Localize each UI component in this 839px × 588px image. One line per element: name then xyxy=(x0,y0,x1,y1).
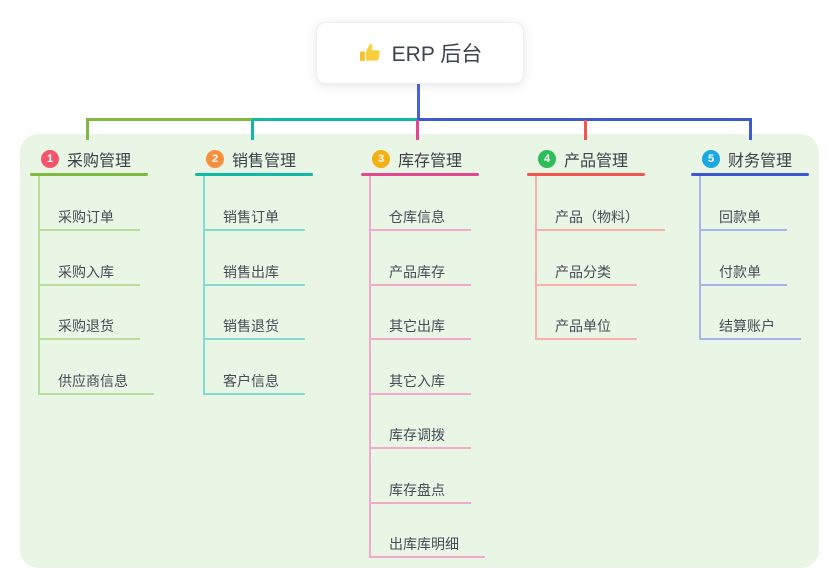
connector-segment-middle xyxy=(252,118,417,121)
branch-4: 4 产品管理 产品（物料） 产品分类 产品单位 xyxy=(527,148,692,340)
branch-title: 财务管理 xyxy=(728,153,793,170)
branch-5: 5 财务管理 回款单 付款单 结算账户 xyxy=(691,148,839,340)
branch-3: 3 库存管理 仓库信息 产品库存 其它出库 其它入库 库存调拨 库存盘点 出库库… xyxy=(361,148,526,558)
child-node[interactable]: 采购订单 xyxy=(38,201,140,231)
branch-drop-line-5 xyxy=(749,120,752,140)
child-node[interactable]: 出库库明细 xyxy=(369,528,485,558)
child-label: 销售退货 xyxy=(223,318,279,334)
root-label: ERP 后台 xyxy=(391,43,483,66)
branch-drop-line-1 xyxy=(86,120,89,140)
branch-underline xyxy=(361,173,479,176)
thumbs-up-icon xyxy=(358,41,382,65)
child-node[interactable]: 供应商信息 xyxy=(38,365,154,395)
child-node[interactable]: 其它入库 xyxy=(369,365,471,395)
child-label: 销售出库 xyxy=(223,264,279,280)
child-node[interactable]: 产品库存 xyxy=(369,256,471,286)
child-node[interactable]: 其它出库 xyxy=(369,310,471,340)
child-label: 其它出库 xyxy=(389,318,445,334)
child-node[interactable]: 结算账户 xyxy=(699,310,801,340)
child-label: 结算账户 xyxy=(719,318,775,334)
child-label: 出库库明细 xyxy=(389,536,459,552)
branch-title: 销售管理 xyxy=(232,153,297,170)
child-label: 产品分类 xyxy=(555,264,611,280)
branches-panel xyxy=(20,134,819,568)
child-label: 产品库存 xyxy=(389,264,445,280)
branch-title: 采购管理 xyxy=(67,153,132,170)
child-node[interactable]: 库存调拨 xyxy=(369,419,471,449)
branch-underline xyxy=(691,173,809,176)
root-node[interactable]: ERP 后台 xyxy=(316,22,524,84)
child-label: 库存调拨 xyxy=(389,427,445,443)
branch-drop-line-3 xyxy=(416,120,419,140)
child-label: 付款单 xyxy=(719,264,761,280)
branch-1: 1 采购管理 采购订单 采购入库 采购退货 供应商信息 xyxy=(30,148,195,395)
connector-segment-right xyxy=(417,118,752,121)
child-label: 其它入库 xyxy=(389,373,445,389)
child-label: 供应商信息 xyxy=(58,373,128,389)
child-label: 销售订单 xyxy=(223,209,279,225)
child-label: 客户信息 xyxy=(223,373,279,389)
child-node[interactable]: 产品分类 xyxy=(535,256,637,286)
branch-number-badge: 5 xyxy=(702,150,720,168)
branch-2: 2 销售管理 销售订单 销售出库 销售退货 客户信息 xyxy=(195,148,360,395)
branch-underline xyxy=(30,173,148,176)
branch-title: 库存管理 xyxy=(398,153,463,170)
branch-header[interactable]: 4 产品管理 xyxy=(527,148,692,170)
child-node[interactable]: 产品单位 xyxy=(535,310,637,340)
branch-underline xyxy=(527,173,645,176)
child-node[interactable]: 产品（物料） xyxy=(535,201,665,231)
child-node[interactable]: 客户信息 xyxy=(203,365,305,395)
branch-drop-line-4 xyxy=(584,120,587,140)
branch-number-badge: 3 xyxy=(372,150,390,168)
child-label: 仓库信息 xyxy=(389,209,445,225)
child-label: 产品单位 xyxy=(555,318,611,334)
child-node[interactable]: 付款单 xyxy=(699,256,787,286)
branch-stem-line xyxy=(369,176,371,558)
child-node[interactable]: 销售出库 xyxy=(203,256,305,286)
branch-underline xyxy=(195,173,313,176)
child-label: 采购退货 xyxy=(58,318,114,334)
branch-stem-line xyxy=(699,176,701,340)
connector-segment-left xyxy=(86,118,253,121)
child-node[interactable]: 采购入库 xyxy=(38,256,140,286)
branch-header[interactable]: 2 销售管理 xyxy=(195,148,360,170)
child-node[interactable]: 销售订单 xyxy=(203,201,305,231)
branch-header[interactable]: 3 库存管理 xyxy=(361,148,526,170)
branch-number-badge: 4 xyxy=(538,150,556,168)
branch-number-badge: 2 xyxy=(206,150,224,168)
branch-drop-line-2 xyxy=(251,120,254,140)
child-node[interactable]: 销售退货 xyxy=(203,310,305,340)
branch-title: 产品管理 xyxy=(564,153,629,170)
child-label: 产品（物料） xyxy=(555,209,639,225)
child-node[interactable]: 采购退货 xyxy=(38,310,140,340)
child-label: 采购订单 xyxy=(58,209,114,225)
child-node[interactable]: 仓库信息 xyxy=(369,201,471,231)
root-connector-line xyxy=(417,82,420,119)
child-label: 回款单 xyxy=(719,209,761,225)
child-node[interactable]: 库存盘点 xyxy=(369,474,471,504)
child-label: 采购入库 xyxy=(58,264,114,280)
branch-header[interactable]: 1 采购管理 xyxy=(30,148,195,170)
branch-stem-line xyxy=(535,176,537,340)
child-label: 库存盘点 xyxy=(389,482,445,498)
branch-number-badge: 1 xyxy=(41,150,59,168)
branch-header[interactable]: 5 财务管理 xyxy=(691,148,839,170)
child-node[interactable]: 回款单 xyxy=(699,201,787,231)
